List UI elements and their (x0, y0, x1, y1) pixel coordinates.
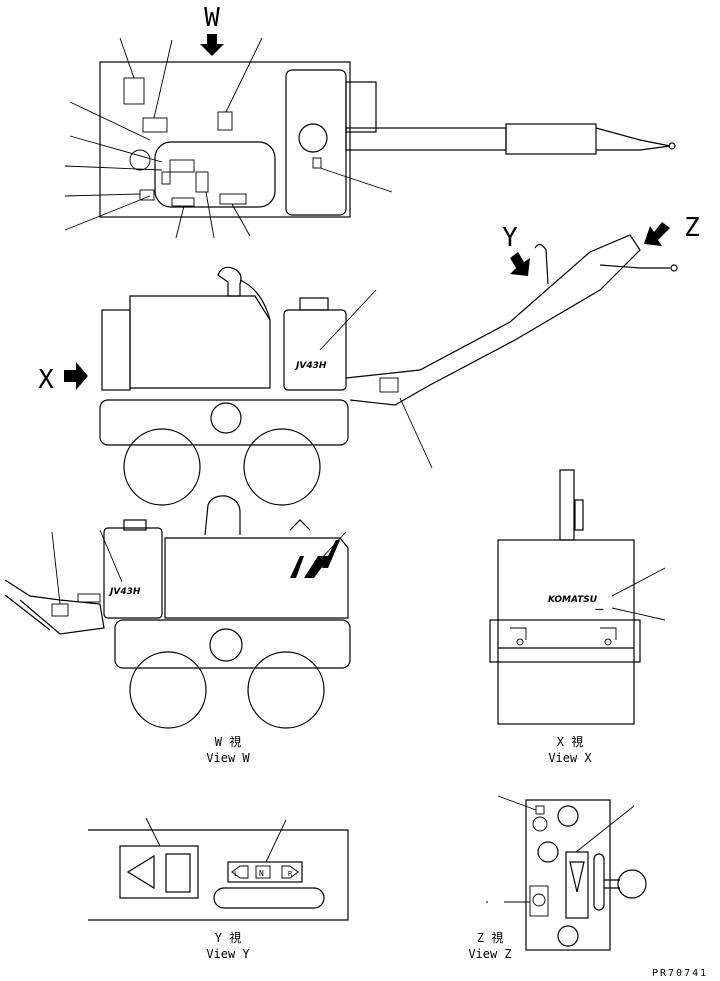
sub-decal: — (595, 605, 604, 615)
decal-marker (142, 117, 168, 133)
view-x-caption-en: View X (548, 751, 592, 765)
view-y-marker: Y (502, 223, 518, 253)
view-w-arrow (200, 34, 224, 56)
drawing-code: PR70741 (652, 968, 708, 979)
komatsu-logo-mark (290, 540, 340, 578)
decal-marker (217, 111, 233, 131)
view-z-caption-jp: Z 視 (477, 930, 503, 945)
view-x-marker: X (38, 365, 54, 395)
view-x-arrow (64, 362, 88, 390)
switch-mid-label: N (259, 869, 264, 878)
decal-marker (123, 77, 145, 105)
view-y-caption-en: View Y (206, 947, 250, 961)
view-x-caption-jp: X 視 (557, 734, 583, 749)
top-plan-view: W (64, 3, 676, 239)
view-w-caption-jp: W 視 (215, 734, 241, 749)
view-z-caption-en: View Z (468, 947, 511, 961)
view-w: JV43H W 視 View W (4, 495, 351, 765)
model-decal-w: JV43H (108, 587, 141, 597)
decal-marker (51, 603, 69, 617)
side-view-right: JV43H X Y Z (38, 213, 700, 506)
switch-right-label: R (288, 870, 293, 878)
view-x: KOMATSU — X 視 View X (489, 469, 666, 765)
view-z-arrow (644, 222, 670, 246)
view-y: L N R Y 視 View Y (88, 817, 349, 961)
decal-marker (379, 377, 399, 393)
model-decal-side: JV43H (294, 361, 327, 371)
view-z: Z 視 View Z (468, 795, 647, 961)
view-z-marker: Z (684, 213, 700, 243)
view-y-caption-jp: Y 視 (215, 930, 241, 945)
brand-decal: KOMATSU (548, 595, 598, 605)
view-w-caption-en: View W (206, 751, 250, 765)
view-w-marker: W (204, 3, 220, 33)
view-y-arrow (510, 252, 530, 276)
switch-left-label: L (234, 870, 238, 878)
